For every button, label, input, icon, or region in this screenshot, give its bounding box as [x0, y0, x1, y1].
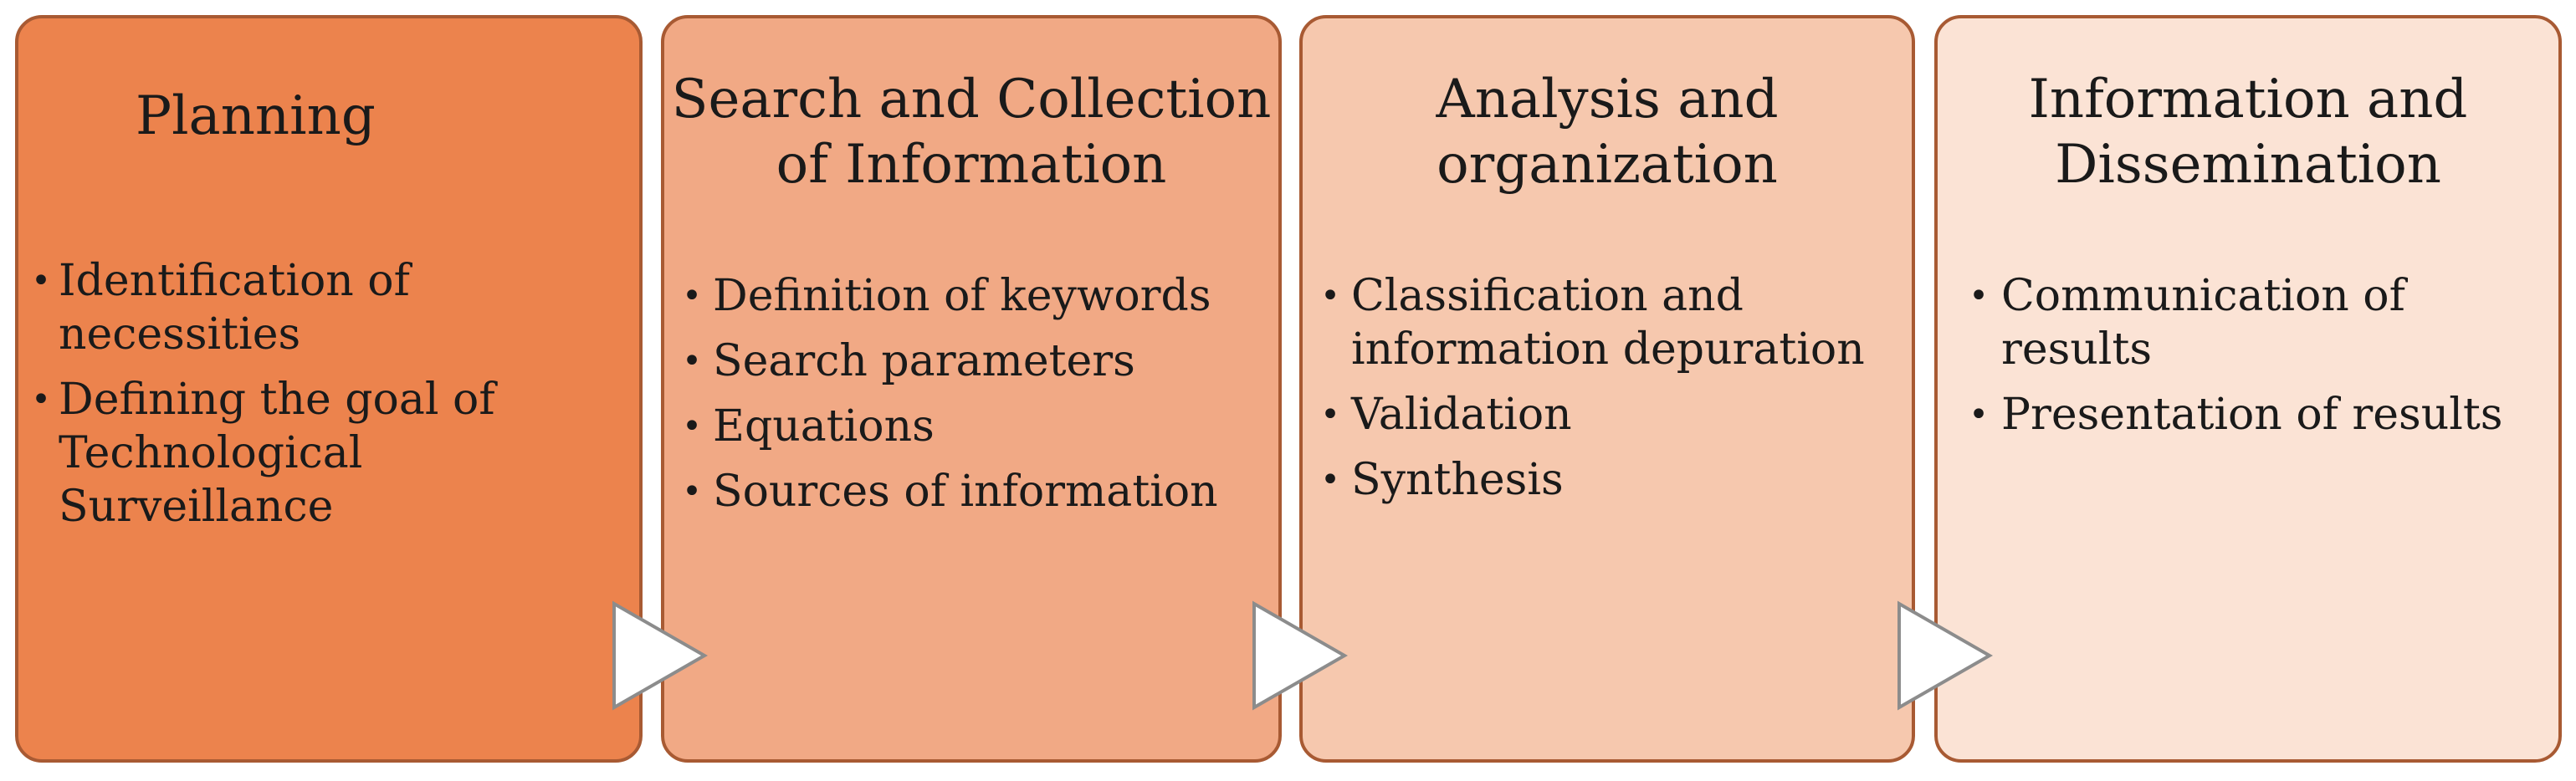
stage-item: • Communication of results — [1938, 269, 2558, 376]
bullet-icon: • — [682, 407, 702, 446]
bullet-icon: • — [1320, 277, 1340, 315]
arrow-right-icon — [1252, 600, 1349, 711]
bullet-icon: • — [1969, 277, 1989, 315]
stage-analysis-and-organization: Analysis and organization • Classificati… — [1299, 15, 1915, 763]
stage-search-and-collection: Search and Collection of Information • D… — [661, 15, 1282, 763]
stage-item: • Presentation of results — [1938, 388, 2558, 442]
bullet-icon: • — [682, 342, 702, 380]
stage-item-text: Search parameters — [713, 336, 1135, 386]
stage-item-text: Identification of necessities — [59, 256, 410, 360]
stage-item: • Sources of information — [664, 465, 1278, 518]
bullet-icon: • — [1320, 396, 1340, 434]
arrow-right-icon — [1897, 600, 1994, 711]
stage-planning: Planning • Identification of necessities… — [15, 15, 643, 763]
stage-title: Information and Dissemination — [2028, 69, 2468, 196]
stage-title: Analysis and organization — [1436, 69, 1779, 196]
stage-item-list: • Identification of necessities • Defini… — [18, 254, 639, 545]
stage-item-list: • Classification and information depurat… — [1303, 269, 1912, 518]
bullet-icon: • — [1969, 396, 1989, 434]
stage-item-list: • Communication of results • Presentatio… — [1938, 269, 2558, 453]
stage-item: • Synthesis — [1303, 453, 1912, 507]
stage-item: • Validation — [1303, 388, 1912, 442]
stage-item-text: Validation — [1351, 390, 1572, 440]
bullet-icon: • — [31, 380, 51, 419]
stage-item-list: • Definition of keywords • Search parame… — [664, 269, 1278, 530]
arrow-right-icon — [612, 600, 709, 711]
stage-item-text: Defining the goal of Technological Surve… — [59, 375, 495, 532]
stage-title: Search and Collection of Information — [671, 69, 1272, 196]
stage-item-text: Equations — [713, 401, 935, 452]
bullet-icon: • — [682, 277, 702, 315]
stage-item-text: Classification and information depuratio… — [1351, 271, 1865, 375]
stage-information-and-dissemination: Information and Dissemination • Communic… — [1934, 15, 2562, 763]
stage-item: • Classification and information depurat… — [1303, 269, 1912, 376]
stage-item: • Definition of keywords — [664, 269, 1278, 323]
bullet-icon: • — [682, 472, 702, 511]
stage-item: • Defining the goal of Technological Sur… — [18, 373, 639, 533]
bullet-icon: • — [1320, 461, 1340, 499]
stage-item: • Equations — [664, 400, 1278, 453]
stage-item-text: Definition of keywords — [713, 271, 1211, 321]
stage-item-text: Synthesis — [1351, 455, 1564, 505]
bullet-icon: • — [31, 262, 51, 300]
stage-item-text: Presentation of results — [2001, 390, 2503, 440]
stage-item: • Identification of necessities — [18, 254, 639, 361]
stage-title: Planning — [136, 85, 376, 147]
stage-item-text: Communication of results — [2001, 271, 2405, 375]
arrow-head — [1252, 600, 1349, 711]
arrow-head — [612, 600, 709, 711]
stage-item: • Search parameters — [664, 334, 1278, 388]
stage-item-text: Sources of information — [713, 467, 1218, 517]
arrow-head — [1897, 600, 1994, 711]
